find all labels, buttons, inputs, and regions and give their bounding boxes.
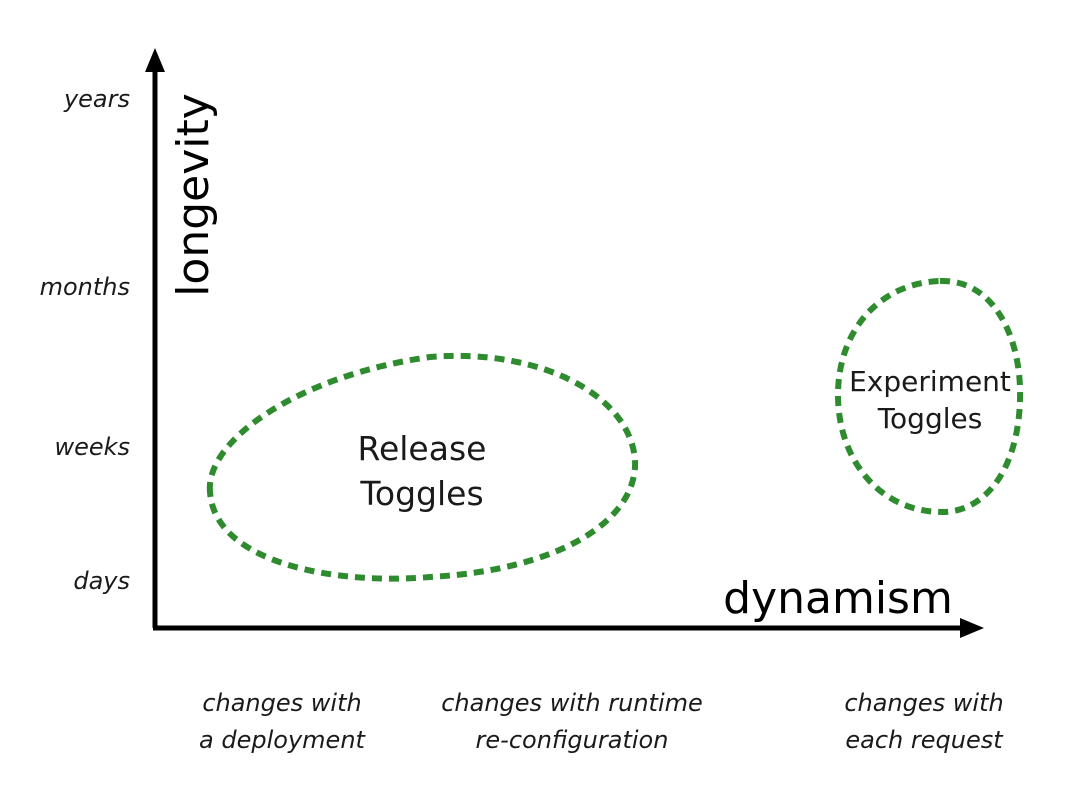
y-tick-label-days: days bbox=[73, 567, 130, 595]
x-category-runtime-line1: changes with runtime bbox=[441, 689, 703, 717]
x-category-deployment-line2: a deployment bbox=[199, 726, 366, 754]
x-category-request-line1: changes with bbox=[844, 689, 1003, 717]
x-category-request-line2: each request bbox=[845, 726, 1004, 754]
x-axis-arrowhead bbox=[960, 618, 984, 638]
y-axis-arrowhead bbox=[145, 48, 165, 72]
experiment-toggles-label-line1: Experiment bbox=[849, 365, 1011, 398]
experiment-toggles-label-line2: Toggles bbox=[877, 402, 983, 435]
release-toggles-region bbox=[206, 352, 639, 582]
x-axis-title: dynamism bbox=[723, 573, 953, 624]
release-toggles-label-line1: Release bbox=[358, 429, 487, 468]
y-tick-label-weeks: weeks bbox=[54, 433, 130, 461]
y-tick-label-months: months bbox=[40, 273, 130, 301]
x-category-runtime-line2: re-configuration bbox=[476, 726, 669, 754]
x-category-deployment-line1: changes with bbox=[202, 689, 361, 717]
experiment-toggles-region bbox=[834, 277, 1024, 516]
y-tick-label-years: years bbox=[63, 85, 130, 113]
release-toggles-label-line2: Toggles bbox=[359, 474, 483, 513]
y-axis-title: longevity bbox=[168, 93, 219, 297]
